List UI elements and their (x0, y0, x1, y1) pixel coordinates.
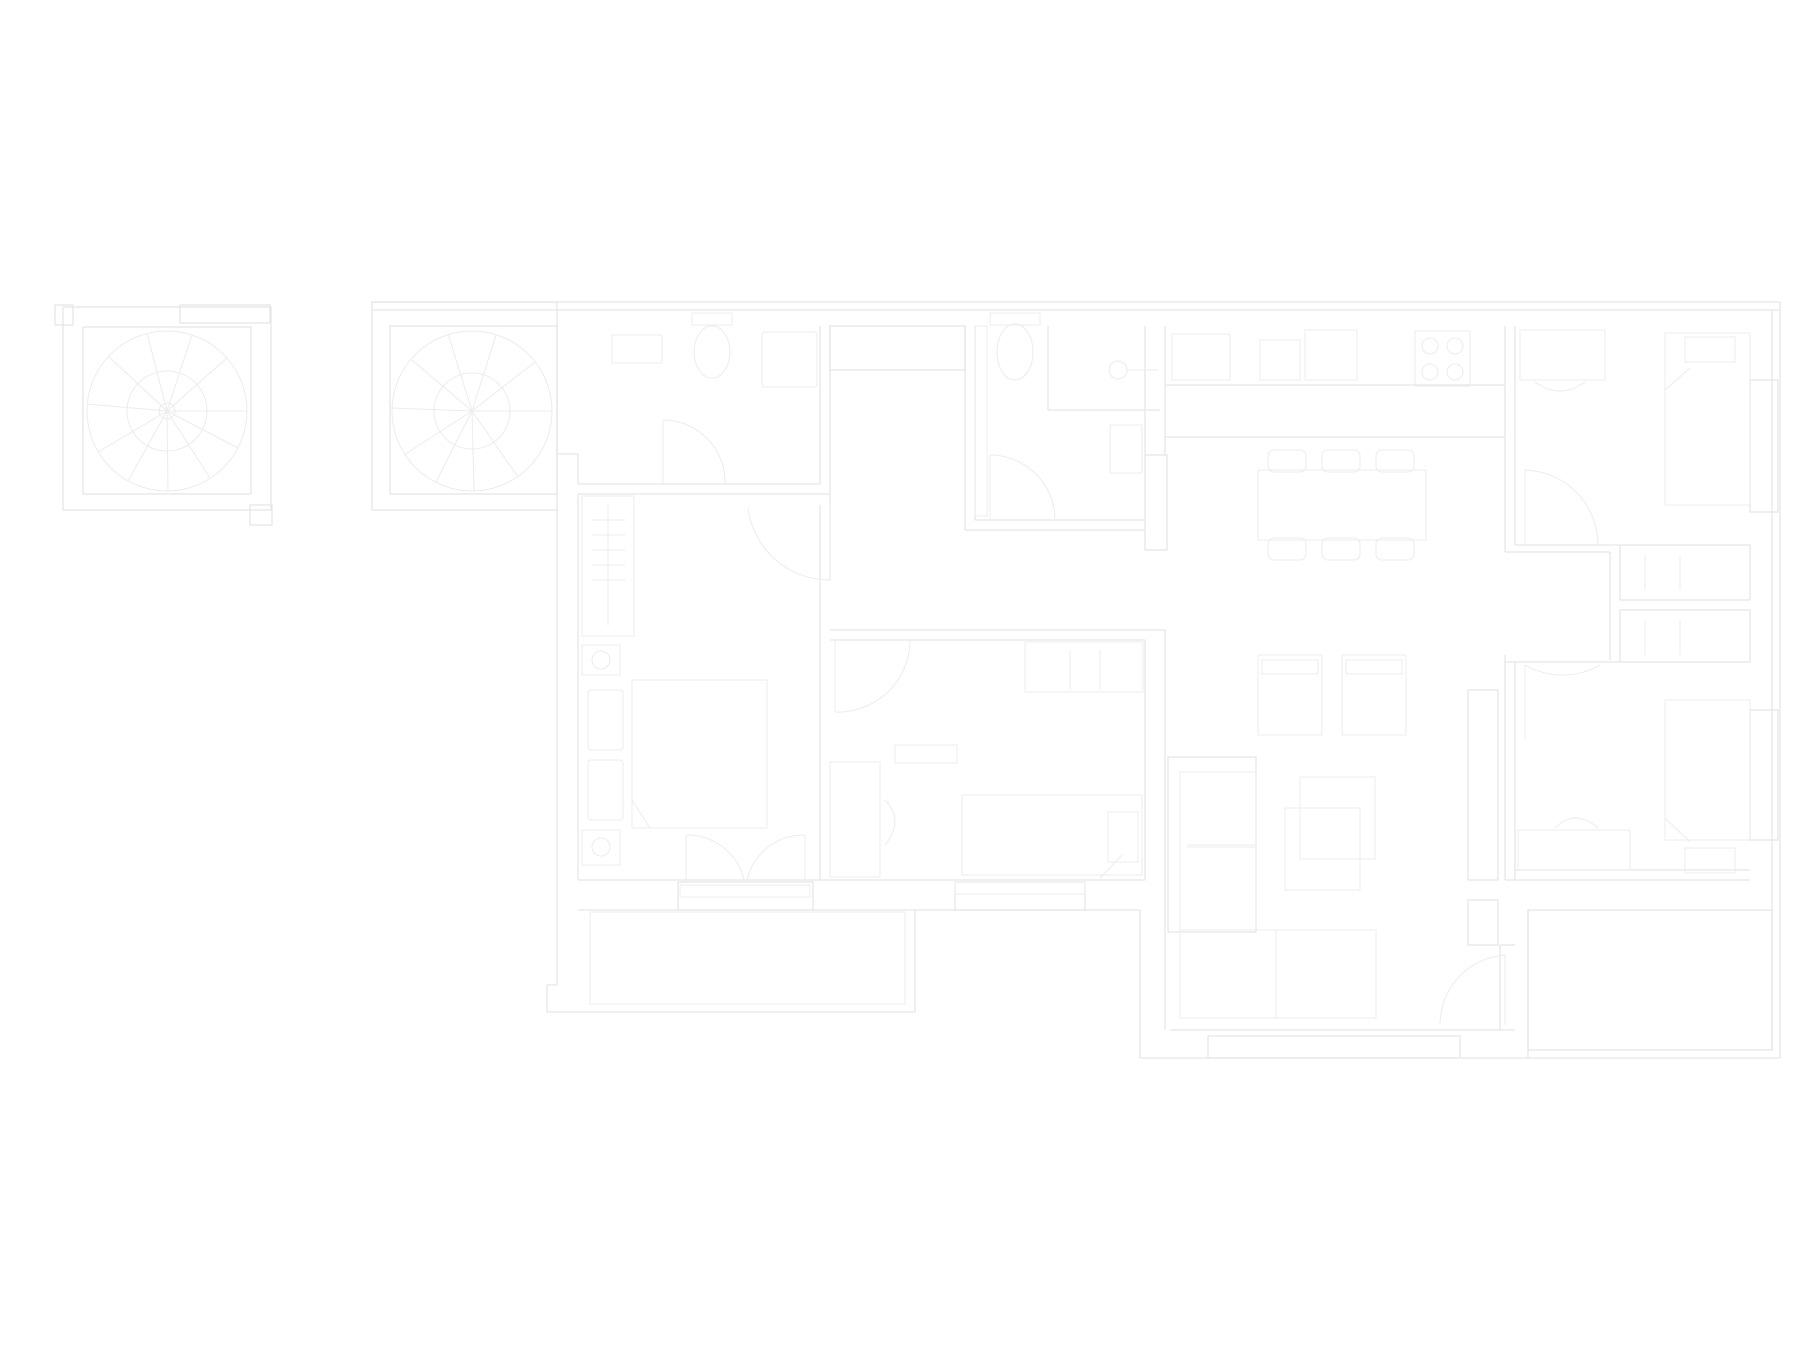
wardrobe-icon (581, 495, 635, 637)
toilet-icon (693, 325, 731, 379)
desk-icon (1519, 329, 1606, 381)
chair-icon (1375, 537, 1415, 561)
chair-icon (1267, 537, 1307, 561)
bed-icon (587, 679, 811, 898)
bedroom-3-furniture (1519, 329, 1751, 655)
bed-icon (1664, 699, 1751, 841)
chair-icon (1321, 537, 1361, 561)
armchair-icon (1257, 654, 1407, 736)
dining-table-icon (1257, 449, 1427, 561)
chair-icon (1321, 449, 1361, 473)
side-table-icon (1284, 807, 1361, 891)
bathroom-1-fixtures (611, 312, 818, 485)
sink-icon (611, 334, 663, 364)
oven-icon (1171, 333, 1231, 381)
door-swing-icon (747, 505, 831, 581)
spiral-staircase-main-icon (391, 330, 553, 492)
bed-icon (961, 794, 1143, 876)
outer-walls (371, 301, 1781, 1059)
chair-icon (1554, 817, 1599, 829)
washing-machine-icon (581, 644, 621, 866)
spiral-staircase-icon (86, 330, 248, 492)
bathroom-2-fixtures (974, 312, 1158, 521)
shower-head-icon (1108, 360, 1128, 380)
chair-icon (1534, 381, 1586, 392)
bedroom-2-furniture (829, 639, 1144, 895)
shower-tray-icon (761, 331, 818, 388)
chair-icon (1375, 449, 1415, 473)
interior-walls (557, 325, 1773, 1058)
desk-icon (1517, 829, 1631, 871)
fridge-icon (1304, 329, 1358, 381)
kitchen-counter (1171, 329, 1471, 387)
lower-left-room (589, 911, 906, 1005)
bedroom-4-furniture (1517, 664, 1751, 874)
desk-icon (829, 761, 881, 878)
wardrobe-icon (1024, 641, 1144, 693)
toilet-icon (996, 323, 1034, 381)
sofa-icon (1179, 771, 1377, 1019)
chair-icon (884, 799, 896, 846)
stair-module-left (54, 304, 273, 526)
sink-icon (1259, 339, 1301, 381)
coffee-table-icon (1299, 776, 1376, 860)
cooktop-icon (1414, 330, 1471, 387)
chair-icon (1267, 449, 1307, 473)
bed-icon (1664, 332, 1751, 506)
door-swing-icon (1439, 954, 1506, 1026)
